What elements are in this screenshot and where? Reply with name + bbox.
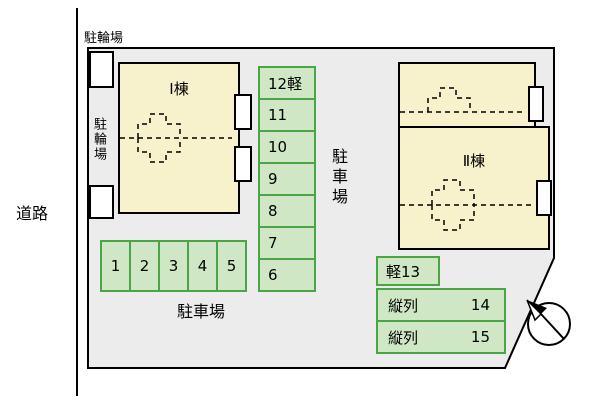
bicycle-parking-area-top <box>89 51 114 88</box>
building-2-stairwell-bottom <box>536 180 552 216</box>
bicycle-parking-label-left: 駐輪場 <box>91 117 106 162</box>
building-2-lower-wing: Ⅱ棟 <box>398 126 550 250</box>
building-1-stairwell-bottom <box>234 146 252 182</box>
parking-space-3: 3 <box>158 240 189 292</box>
parking-space-11: 11 <box>258 98 316 132</box>
parking-space-6: 6 <box>258 258 316 292</box>
bicycle-parking-area-left <box>89 185 114 219</box>
parking-space-9: 9 <box>258 162 316 196</box>
parking-space-tandem-14: 縦列 14 <box>376 288 506 322</box>
building-1: Ⅰ棟 <box>118 62 240 214</box>
tandem-number: 14 <box>470 296 490 314</box>
building-2-label: Ⅱ棟 <box>462 152 486 170</box>
tandem-label: 縦列 <box>388 328 419 347</box>
parking-space-7: 7 <box>258 226 316 260</box>
parking-space-12kei: 12軽 <box>258 66 316 100</box>
parking-space-2: 2 <box>129 240 160 292</box>
tandem-number: 15 <box>470 328 490 346</box>
parking-space-8: 8 <box>258 194 316 228</box>
parking-lot-label-row: 駐車場 <box>176 302 225 321</box>
road-edge-line <box>76 8 78 396</box>
tandem-label: 縦列 <box>388 296 419 315</box>
parking-space-kei13: 軽13 <box>376 256 440 286</box>
parking-space-4: 4 <box>187 240 218 292</box>
parking-space-5: 5 <box>216 240 247 292</box>
building-2-upper-wing <box>398 62 536 128</box>
building-1-label: Ⅰ棟 <box>169 80 189 98</box>
bicycle-parking-label-top: 駐輪場 <box>84 31 124 46</box>
parking-space-10: 10 <box>258 130 316 164</box>
parking-space-tandem-15: 縦列 15 <box>376 320 506 354</box>
parking-space-1: 1 <box>100 240 131 292</box>
building-1-stairwell-top <box>234 94 252 130</box>
road-label: 道路 <box>16 204 49 223</box>
parking-lot-label-column: 駐車場 <box>329 148 348 208</box>
building-2-stairwell-top <box>528 86 544 122</box>
north-arrow-icon <box>526 299 571 346</box>
